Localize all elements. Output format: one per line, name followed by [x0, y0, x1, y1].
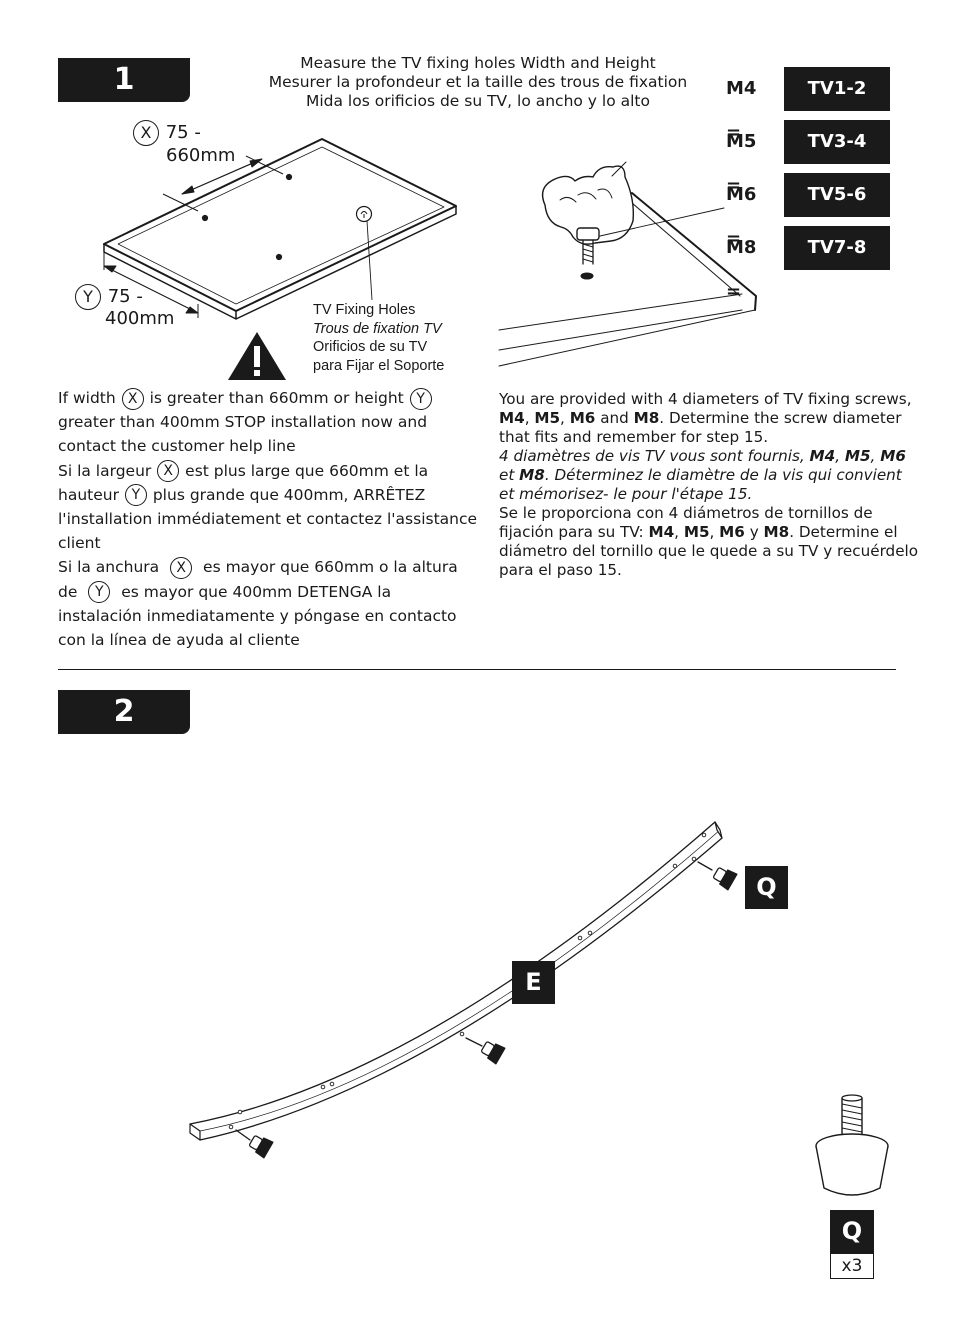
tv-code-1-2: TV1-2 — [784, 67, 890, 111]
holes-label-en: TV Fixing Holes — [313, 302, 416, 318]
step-2-badge: 2 — [58, 690, 190, 734]
part-q-callout: Q — [745, 866, 788, 909]
dimension-y-label: Y 75 - — [74, 284, 143, 310]
holes-label-fr: Trous de fixation TV — [313, 320, 442, 337]
y-axis-icon: Y — [88, 581, 111, 604]
x-axis-icon: X — [133, 120, 159, 146]
screw-info-text: You are provided with 4 diameters of TV … — [499, 390, 919, 580]
dimension-x-label: X 75 - — [132, 120, 201, 146]
tv-code-7-8: TV7-8 — [784, 226, 890, 270]
measure-line-es: Mida los orificios de su TV, lo ancho y … — [305, 92, 650, 110]
x-axis-icon: X — [170, 556, 193, 579]
curved-base-bar-illustration — [189, 821, 738, 1159]
warning-fr: Si la largeur X est plus large que 660mm… — [58, 460, 478, 553]
section-divider — [58, 669, 896, 670]
info-en: You are provided with 4 diameters of TV … — [499, 390, 912, 446]
tv-code-5-6: TV5-6 — [784, 173, 890, 217]
size-warning-text: If width X is greater than 660mm or heig… — [58, 386, 478, 652]
tv-code-3-4: TV3-4 — [784, 120, 890, 164]
warning-icon — [228, 332, 286, 380]
holes-label-es-1: Orificios de su TV — [313, 339, 428, 355]
foot-q-detail-illustration — [815, 1094, 889, 1196]
measure-instructions: Measure the TV fixing holes Width and He… — [250, 54, 706, 111]
dimension-x-value: 660mm — [166, 145, 236, 166]
measure-line-en: Measure the TV fixing holes Width and He… — [300, 54, 656, 72]
dimension-y-value: 400mm — [105, 308, 175, 329]
y-axis-icon: Y — [75, 284, 101, 310]
part-e-callout: E — [512, 961, 555, 1004]
screw-m4-label: M4 = — [726, 78, 757, 143]
warning-es: Si la anchura X es mayor que 660mm o la … — [58, 556, 458, 650]
info-fr: 4 diamètres de vis TV vous sont fournis,… — [499, 447, 906, 503]
screw-m5-label: M5 = — [726, 131, 757, 196]
warning-en: If width X is greater than 660mm or heig… — [58, 386, 478, 459]
step-1-badge: 1 — [58, 58, 190, 102]
hand-screw-illustration — [498, 161, 757, 367]
holes-label-es-2: para Fijar el Soporte — [313, 357, 445, 374]
x-axis-icon: X — [121, 387, 144, 410]
part-q-quantity: x3 — [830, 1253, 874, 1279]
measure-line-fr: Mesurer la profondeur et la taille des t… — [268, 73, 688, 91]
screw-m6-label: M6 = — [726, 184, 757, 249]
screw-m8-label: M8 = — [726, 237, 757, 302]
x-axis-icon: X — [157, 460, 180, 483]
part-q-legend-badge: Q — [830, 1210, 874, 1253]
y-axis-icon: Y — [409, 387, 432, 410]
info-es: Se le proporciona con 4 diámetros de tor… — [499, 504, 919, 579]
y-axis-icon: Y — [124, 484, 147, 507]
tv-fixing-holes-label: TV Fixing Holes Trous de fixation TV Ori… — [313, 301, 444, 375]
dimension-y-range: 75 - — [107, 286, 143, 307]
dimension-x-range: 75 - — [165, 122, 201, 143]
tv-back-illustration — [103, 138, 457, 320]
